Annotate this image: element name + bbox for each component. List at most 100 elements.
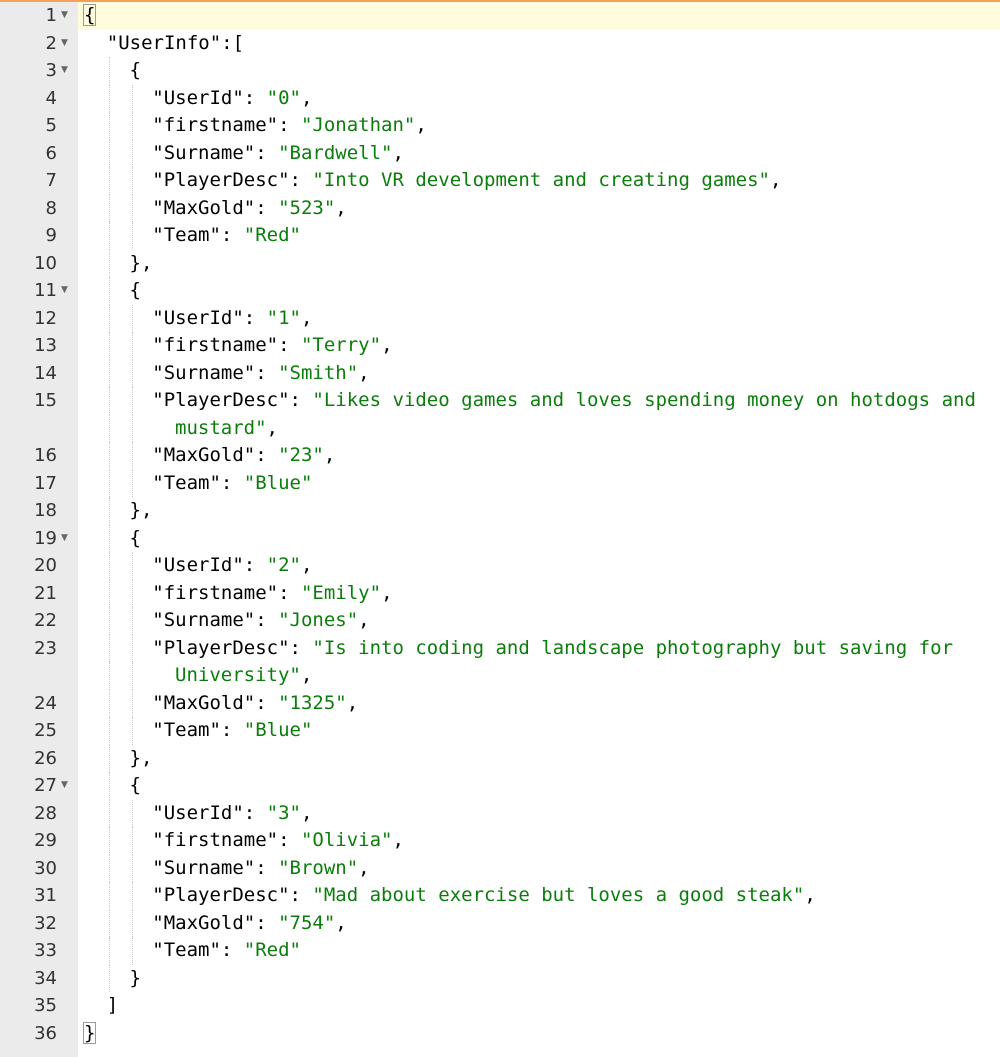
indent-guide: [131, 194, 133, 222]
json-token: :: [243, 801, 267, 824]
line-number: 11: [34, 280, 57, 301]
code-line[interactable]: 19▼{: [0, 524, 1000, 552]
fold-arrow-icon[interactable]: ▼: [61, 532, 68, 543]
fold-arrow-icon[interactable]: ▼: [61, 65, 68, 75]
line-code: "Surname": "Bardwell",: [152, 140, 404, 168]
indent-guide: [108, 827, 110, 855]
fold-arrow-icon[interactable]: ▼: [61, 37, 68, 48]
code-line[interactable]: 12"UserId": "1",: [0, 304, 1000, 332]
code-line[interactable]: 30"Surname": "Brown",: [0, 854, 1000, 882]
line-number: 32: [34, 912, 57, 934]
code-line[interactable]: 3 ▼ {: [0, 57, 1000, 85]
fold-arrow-icon[interactable]: ▼: [61, 285, 68, 295]
line-number: 1: [45, 5, 57, 26]
line-code: "firstname": "Emily",: [152, 580, 392, 608]
code-line[interactable]: 8"MaxGold": "523",: [0, 194, 1000, 222]
code-line[interactable]: 7"PlayerDesc": "Into VR development and …: [0, 167, 1000, 195]
json-token: {: [129, 279, 141, 301]
json-token: ,: [804, 884, 816, 906]
code-line[interactable]: 26},: [0, 744, 1000, 772]
indent-guide: [108, 57, 110, 85]
string-value: "Terry": [300, 334, 382, 356]
indent-guide: [131, 414, 133, 442]
indent-guide: [108, 249, 110, 277]
code-line[interactable]: 10},: [0, 249, 1000, 277]
indent-guide: [108, 277, 110, 305]
line-number: 13: [34, 335, 57, 356]
code-line[interactable]: 25"Team": "Blue": [0, 717, 1000, 745]
code-line[interactable]: 21"firstname": "Emily",: [0, 579, 1000, 608]
indent-guide: [131, 359, 133, 387]
json-token: :: [289, 884, 313, 906]
code-line[interactable]: 2▼"UserInfo":[: [0, 30, 1000, 58]
code-line[interactable]: 24"MaxGold": "1325",: [0, 689, 1000, 717]
json-token: :: [255, 141, 279, 164]
json-token: ,: [300, 664, 313, 686]
fold-arrow-icon[interactable]: ▼: [61, 10, 68, 20]
indent-guide: [108, 359, 110, 387]
code-line[interactable]: 32"MaxGold": "754",: [0, 909, 1000, 937]
json-token: {: [82, 4, 97, 26]
indent-guide: [131, 112, 133, 140]
line-number: 5: [45, 115, 57, 136]
line-number: 9: [45, 225, 57, 246]
json-token: :: [289, 389, 313, 411]
json-token: :: [255, 444, 279, 466]
json-token: ,: [346, 691, 359, 714]
line-code: "PlayerDesc": "Into VR development and c…: [152, 167, 781, 195]
json-token: :: [278, 334, 301, 356]
code-line[interactable]: 23"PlayerDesc": "Is into coding and land…: [0, 634, 1000, 690]
code-line[interactable]: 15"PlayerDesc": "Likes video games and l…: [0, 387, 1000, 442]
line-code: "PlayerDesc": "Is into coding and landsc…: [152, 635, 953, 663]
fold-arrow-icon[interactable]: ▼: [61, 780, 68, 790]
string-value: mustard": [175, 416, 267, 439]
json-token: }: [129, 966, 141, 989]
indent-guide: [108, 497, 110, 525]
json-token: ,: [415, 114, 427, 136]
json-token: :: [220, 471, 244, 494]
line-code: "Team": "Blue": [152, 717, 312, 745]
code-line[interactable]: 4"UserId": "0",: [0, 84, 1000, 112]
json-token: "firstname": [152, 581, 279, 604]
json-token: :: [278, 829, 301, 851]
line-code: "Team": "Blue": [152, 470, 312, 498]
code-line[interactable]: 20"UserId": "2",: [0, 552, 1000, 580]
json-token: :: [255, 911, 279, 934]
code-line[interactable]: 6"Surname": "Bardwell",: [0, 139, 1000, 168]
code-line[interactable]: 17"Team": "Blue": [0, 469, 1000, 498]
string-value: "Emily": [300, 581, 382, 604]
code-line[interactable]: 28"UserId": "3",: [0, 799, 1000, 827]
code-line[interactable]: 36}: [0, 1020, 1000, 1048]
line-code: "Surname": "Smith",: [152, 360, 369, 388]
json-token: ,: [323, 444, 336, 466]
json-token: ,: [266, 416, 278, 439]
code-line[interactable]: 31"PlayerDesc": "Mad about exercise but …: [0, 882, 1000, 910]
indent-guide: [108, 662, 110, 690]
line-code: "firstname": "Jonathan",: [152, 112, 427, 140]
code-line[interactable]: 16"MaxGold": "23",: [0, 442, 1000, 470]
code-line[interactable]: 14 "Surname": "Smith",: [0, 359, 1000, 388]
code-line[interactable]: 13"firstname": "Terry",: [0, 332, 1000, 360]
json-token: :: [243, 306, 267, 329]
line-number: 14: [34, 362, 57, 384]
line-number: 3: [45, 60, 57, 81]
code-line[interactable]: 11 ▼ {: [0, 277, 1000, 305]
code-line[interactable]: 18},: [0, 497, 1000, 525]
json-token: :[: [221, 31, 245, 54]
json-token: "MaxGold": [152, 196, 256, 219]
indent-guide: [108, 332, 110, 360]
code-line[interactable]: 29"firstname": "Olivia",: [0, 827, 1000, 855]
code-line[interactable]: 27▼{: [0, 772, 1000, 800]
code-line[interactable]: 22"Surname": "Jones",: [0, 607, 1000, 635]
json-token: {: [129, 59, 141, 81]
code-line[interactable]: 1 ▼ {: [0, 2, 1000, 30]
line-number: 12: [34, 307, 57, 329]
json-token: "Team": [152, 939, 221, 961]
json-token: "Team": [152, 471, 221, 494]
code-line[interactable]: 35]: [0, 992, 1000, 1020]
code-line[interactable]: 34}: [0, 964, 1000, 992]
code-line[interactable]: 5 "firstname": "Jonathan",: [0, 112, 1000, 140]
code-line[interactable]: 9"Team": "Red": [0, 222, 1000, 250]
code-line[interactable]: 33"Team": "Red": [0, 937, 1000, 965]
